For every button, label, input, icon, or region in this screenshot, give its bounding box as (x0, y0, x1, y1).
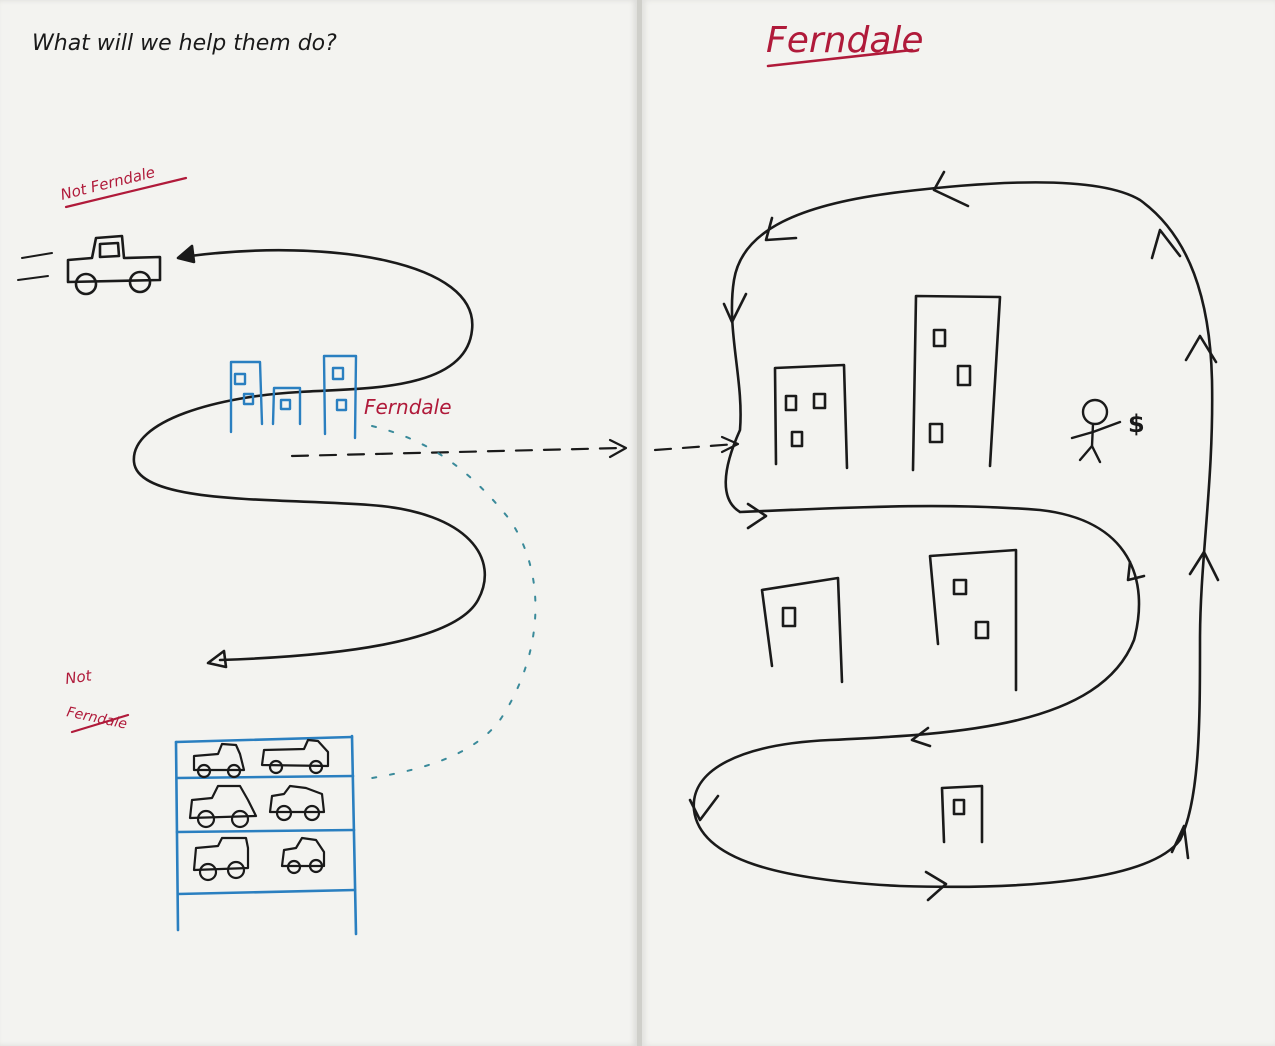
car-icons (188, 738, 330, 882)
paper-seam (637, 0, 642, 1046)
not-ferndale-bottom-underline (70, 713, 130, 734)
pickup-truck-icon (66, 234, 162, 296)
ferndale-title: Ferndale (766, 20, 924, 61)
ferndale-loop-path (692, 181, 1214, 889)
car-icon-4 (268, 784, 326, 822)
building-icon-4 (928, 548, 1018, 692)
ferndale-title-underline (766, 48, 914, 68)
right-paper-sheet (642, 0, 1275, 1046)
not-ferndale-top-label-group: Not Ferndale (59, 163, 188, 209)
dashed-arrowhead-left (608, 438, 628, 459)
car-icon-3 (188, 784, 258, 829)
arrowhead-top-left (176, 244, 196, 264)
car-icon-1 (192, 742, 246, 779)
building-icon-2 (911, 294, 1002, 472)
dollar-sign-icon: $ (1128, 410, 1145, 438)
car-icon-5 (192, 836, 250, 882)
dashed-arrow-to-ferndale (290, 446, 624, 458)
building-icon-3 (760, 576, 844, 684)
car-icon-6 (280, 836, 326, 875)
building-icon-1 (773, 363, 849, 470)
dashed-arrowhead-right (720, 435, 740, 454)
speed-lines (17, 252, 53, 281)
path-direction-arrows (688, 170, 1220, 902)
journey-path-left (132, 248, 487, 662)
dashed-arrow-continued (653, 442, 738, 452)
not-ferndale-bottom-label-line1: Not (64, 666, 94, 688)
arrowhead-bottom-left (206, 649, 228, 669)
ferndale-small-buildings-icon (229, 354, 358, 440)
car-icon-2 (260, 738, 330, 775)
ferndale-left-label: Ferndale (364, 395, 452, 419)
ferndale-title-group: Ferndale (766, 20, 924, 68)
not-ferndale-top-underline (64, 176, 188, 209)
not-ferndale-bottom-label-group: Not Ferndale (64, 666, 130, 734)
dotted-connection (359, 425, 537, 781)
question-heading: What will we help them do? (32, 31, 337, 56)
person-icon (1070, 398, 1122, 464)
building-icon-5 (940, 784, 984, 844)
